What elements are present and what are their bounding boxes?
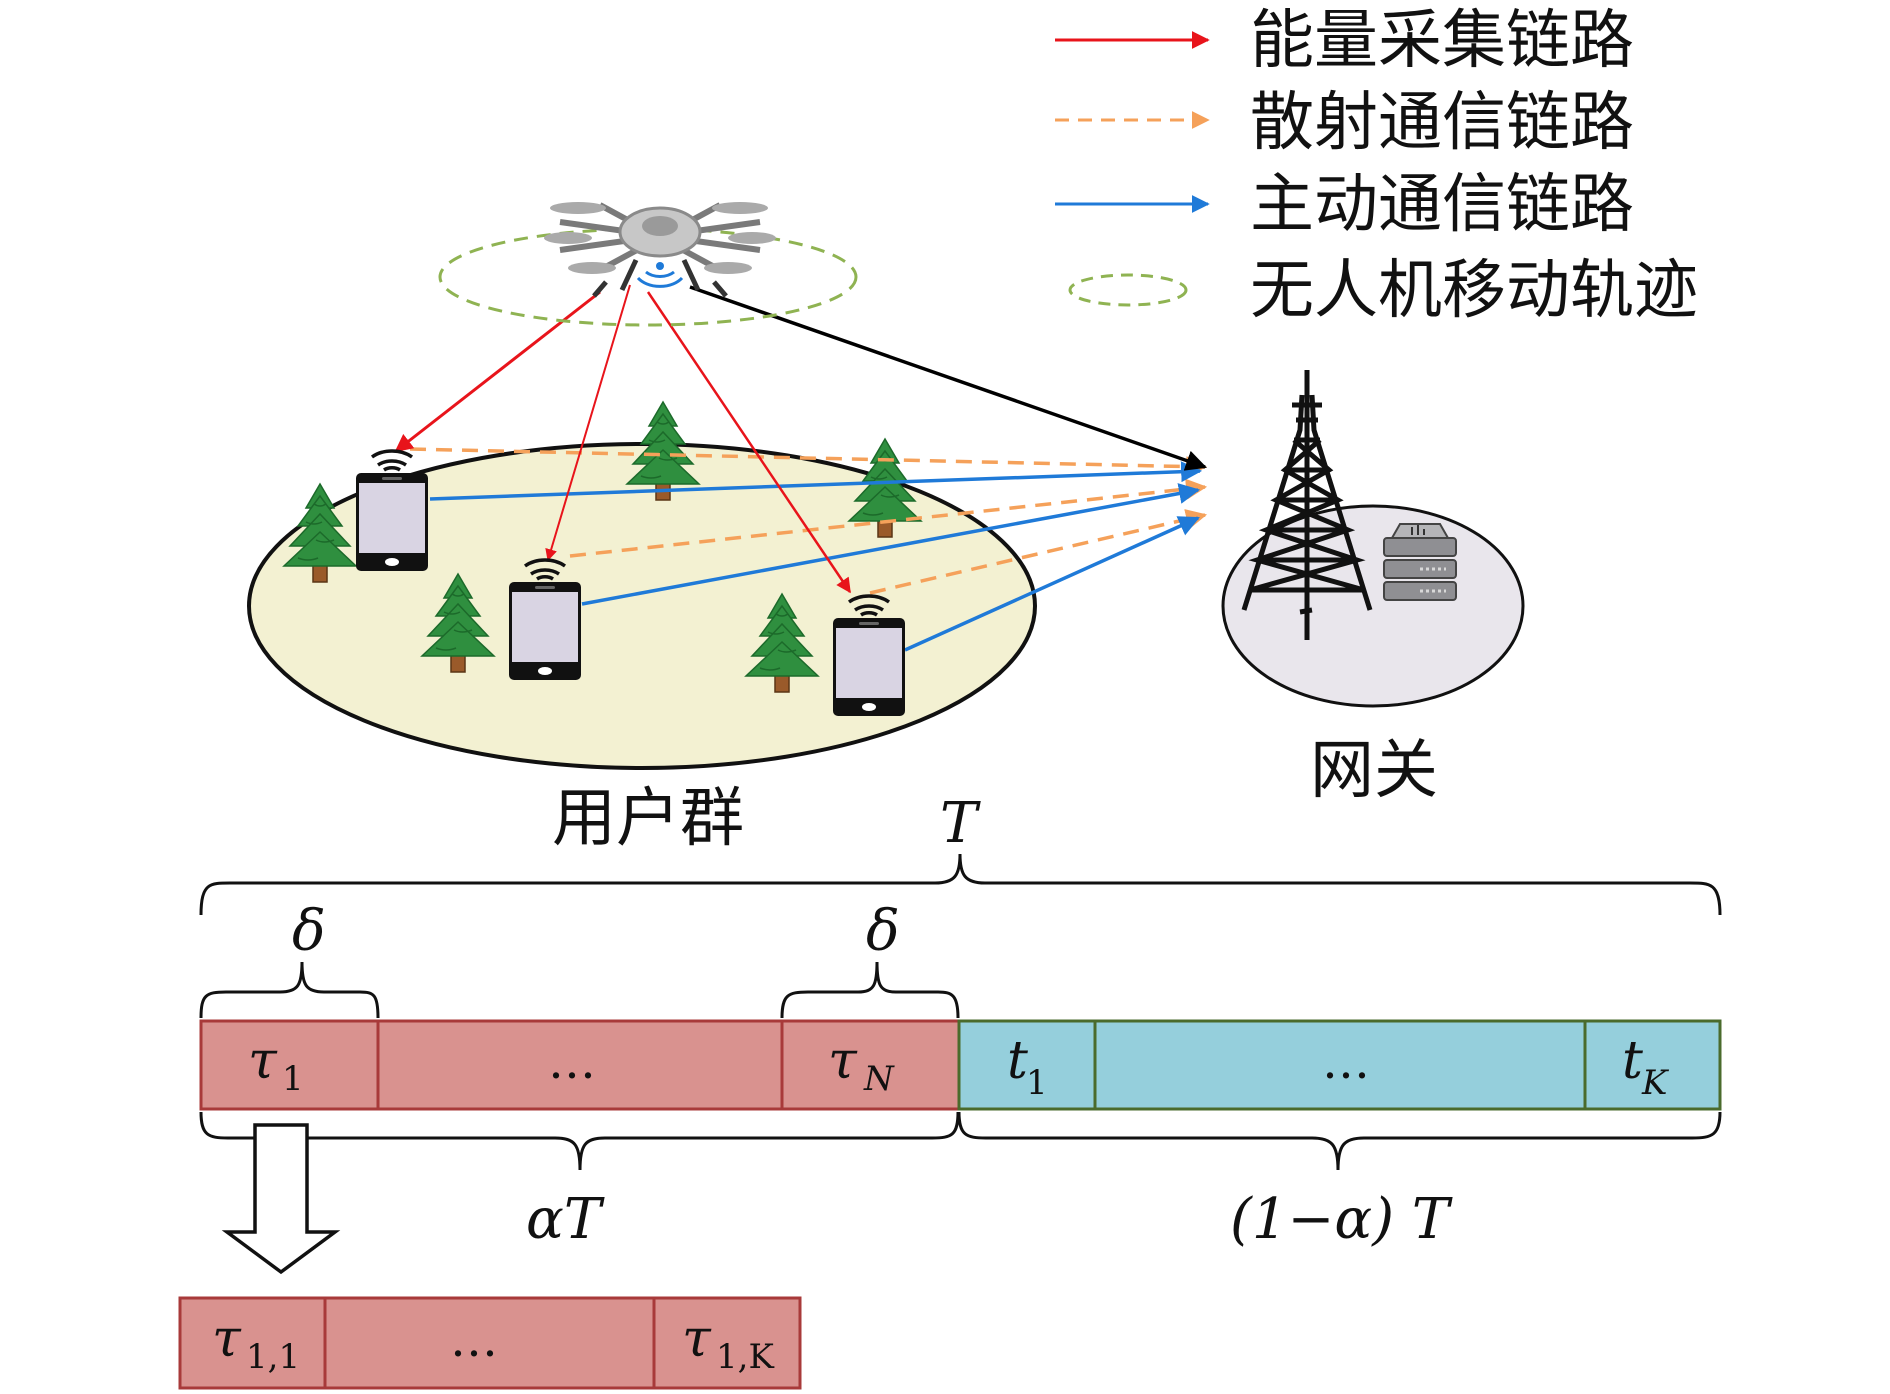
ellipsis-red: …: [548, 1034, 596, 1090]
brace-delta-last: [780, 961, 960, 1019]
legend-backscatter: 散射通信链路: [1055, 86, 1634, 160]
label-total: T: [940, 791, 981, 856]
legend-active: 主动通信链路: [1055, 168, 1634, 242]
uav: [438, 202, 858, 327]
label-delta-last: δ: [866, 899, 900, 964]
brace-alpha: [199, 1111, 960, 1171]
label-delta-first: δ: [292, 899, 326, 964]
ellipsis-blue: …: [1322, 1034, 1370, 1090]
slot-t-1: t 1: [1007, 1031, 1048, 1103]
drone-icon: [544, 202, 776, 298]
slot-tau-1-1: τ 1,1: [212, 1309, 300, 1377]
brace-delta-first: [199, 961, 380, 1019]
uav-trajectory: [438, 227, 858, 327]
user-group-label: 用户群: [552, 782, 744, 856]
phone-icon: [354, 449, 430, 573]
tower-icon: [1241, 370, 1373, 640]
legend-trajectory: 无人机移动轨迹: [1068, 254, 1698, 328]
svg-text:τ: τ: [212, 1309, 242, 1369]
svg-text:τ: τ: [682, 1309, 712, 1369]
legend-energy-label: 能量采集链路: [1250, 4, 1634, 78]
label-alpha: αT: [526, 1187, 605, 1252]
links: [394, 284, 1208, 652]
legend-backscatter-label: 散射通信链路: [1250, 86, 1634, 160]
brace-one-minus-alpha: [957, 1111, 1722, 1171]
slot-t-k: t K: [1622, 1031, 1670, 1103]
slot-tau-1-k: τ 1,K: [682, 1309, 774, 1377]
svg-text:t: t: [1007, 1031, 1028, 1091]
brace-total: [199, 853, 1722, 916]
gateway: 网关: [1221, 370, 1525, 808]
communication-phase-block: [957, 1019, 1722, 1111]
svg-text:τ: τ: [248, 1031, 278, 1091]
svg-text:1: 1: [282, 1059, 304, 1099]
svg-text:1,1: 1,1: [246, 1337, 300, 1377]
label-one-minus-alpha: (1−α) T: [1230, 1187, 1453, 1252]
ellipsis-sub: …: [450, 1312, 498, 1368]
svg-text:1: 1: [1026, 1063, 1048, 1103]
legend-trajectory-label: 无人机移动轨迹: [1250, 254, 1698, 328]
server-icon: [1383, 523, 1457, 601]
expand-arrow-icon: [221, 1123, 341, 1275]
svg-text:1,K: 1,K: [716, 1337, 774, 1377]
slot-tau-1: τ 1: [248, 1031, 304, 1099]
legend: 能量采集链路 散射通信链路 主动通信链路 无人机移动轨迹: [1055, 4, 1698, 328]
svg-text:τ: τ: [828, 1031, 858, 1091]
svg-text:K: K: [1641, 1063, 1670, 1103]
sub-slot-block: [178, 1296, 802, 1390]
timeline: T δ δ τ 1 … τ N t 1 … t K: [178, 791, 1722, 1390]
legend-active-label: 主动通信链路: [1250, 168, 1634, 242]
legend-energy: 能量采集链路: [1055, 4, 1634, 78]
slot-tau-n: τ N: [828, 1031, 895, 1099]
energy-phase-block: [199, 1019, 961, 1111]
svg-text:N: N: [863, 1059, 895, 1099]
svg-text:t: t: [1622, 1031, 1643, 1091]
gateway-label: 网关: [1310, 734, 1438, 808]
